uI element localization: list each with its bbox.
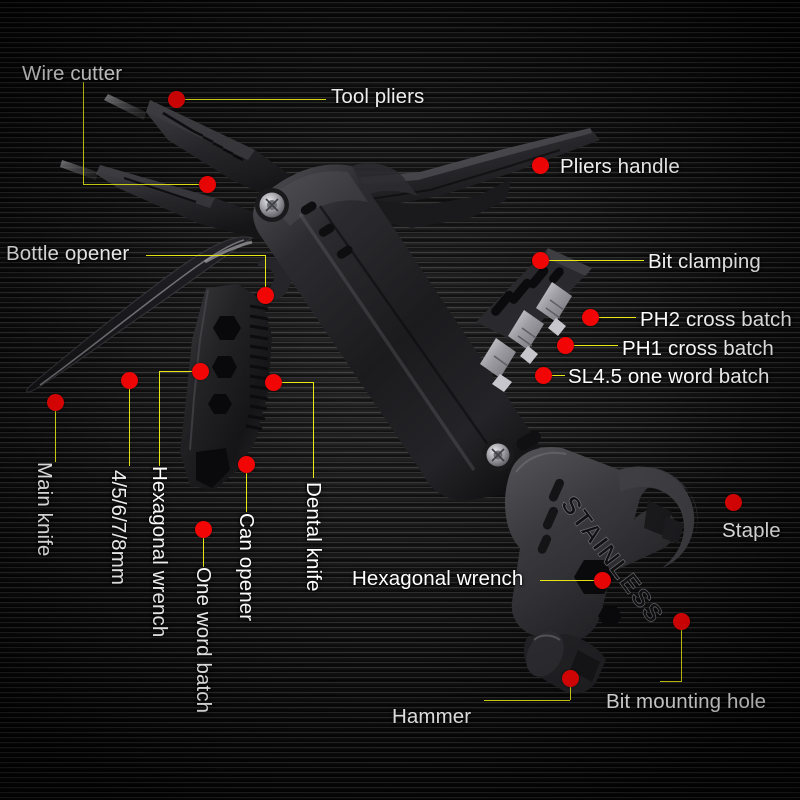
leader-hexwrench2 xyxy=(540,580,594,581)
dot-pliers-handle[interactable] xyxy=(531,156,549,174)
leader-bottle-opener-h xyxy=(146,255,265,256)
leader-sl45 xyxy=(551,375,565,376)
leader-tool-pliers xyxy=(184,99,326,100)
leader-wire-cutter-h xyxy=(83,184,201,185)
label-wire-cutter: Wire cutter xyxy=(22,62,123,85)
label-can-opener: Can opener xyxy=(235,513,258,622)
plier-tip-lower xyxy=(60,160,98,180)
label-bottle-opener: Bottle opener xyxy=(6,242,130,265)
label-staple: Staple xyxy=(722,519,781,542)
dot-one-word-batch[interactable] xyxy=(194,520,212,538)
dot-bottle-opener[interactable] xyxy=(256,286,274,304)
dot-ph1-cross-batch[interactable] xyxy=(556,336,574,354)
dot-hex-wrench-sizes[interactable] xyxy=(120,371,138,389)
label-bit-clamping: Bit clamping xyxy=(648,250,761,273)
leader-hammer-v xyxy=(570,686,571,700)
label-ph1-cross-batch: PH1 cross batch xyxy=(622,337,774,360)
leader-one-word-batch xyxy=(203,537,204,567)
hex-wrench-plate xyxy=(180,284,272,490)
label-one-word-batch: One word batch xyxy=(192,567,215,714)
leader-wire-cutter-v xyxy=(83,82,84,184)
label-ph2-cross-batch: PH2 cross batch xyxy=(640,308,792,331)
label-main-knife: Main knife xyxy=(33,462,56,557)
leader-bit-clamping xyxy=(548,260,644,261)
dot-can-opener[interactable] xyxy=(237,455,255,473)
leader-bit-mounting-v xyxy=(681,629,682,681)
dot-bit-mounting-hole[interactable] xyxy=(672,612,690,630)
label-bit-mounting-hole: Bit mounting hole xyxy=(606,690,767,713)
leader-ph1 xyxy=(573,345,618,346)
label-pliers-handle: Pliers handle xyxy=(560,155,680,178)
dot-wire-cutter[interactable] xyxy=(198,175,216,193)
dot-main-knife[interactable] xyxy=(46,393,64,411)
dot-sl45-one-word-batch[interactable] xyxy=(534,366,552,384)
dot-hexagonal-wrench-1[interactable] xyxy=(191,362,209,380)
label-dental-knife: Dental knife xyxy=(302,482,325,592)
leader-hexwrench1-v xyxy=(159,371,160,466)
hammer-claw-head: STAINLESS xyxy=(505,446,698,643)
label-tool-pliers: Tool pliers xyxy=(331,85,425,108)
leader-ph2 xyxy=(598,317,636,318)
leader-bottle-opener-v xyxy=(265,255,266,290)
leader-dental-knife-v xyxy=(313,382,314,478)
leader-can-opener xyxy=(246,472,247,512)
dot-staple[interactable] xyxy=(724,493,742,511)
dot-bit-clamping[interactable] xyxy=(531,251,549,269)
leader-bit-mounting-h xyxy=(660,681,682,682)
label-hammer: Hammer xyxy=(392,705,472,728)
dot-dental-knife[interactable] xyxy=(264,373,282,391)
leader-hex-sizes xyxy=(129,380,130,466)
label-hexagonal-wrench-1: Hexagonal wrench xyxy=(148,466,171,638)
hammer-face xyxy=(523,631,606,694)
label-hex-wrench-sizes: 4/5/6/7/8mm xyxy=(107,470,130,586)
leader-hammer-h xyxy=(484,700,570,701)
label-hexagonal-wrench-2: Hexagonal wrench xyxy=(352,567,524,590)
dot-hexagonal-wrench-2[interactable] xyxy=(593,571,611,589)
dot-hammer[interactable] xyxy=(561,669,579,687)
dot-tool-pliers[interactable] xyxy=(167,90,185,108)
label-sl45-one-word-batch: SL4.5 one word batch xyxy=(568,365,770,388)
dot-ph2-cross-batch[interactable] xyxy=(581,308,599,326)
plier-tip-upper xyxy=(104,94,146,120)
leader-main-knife xyxy=(55,410,56,462)
